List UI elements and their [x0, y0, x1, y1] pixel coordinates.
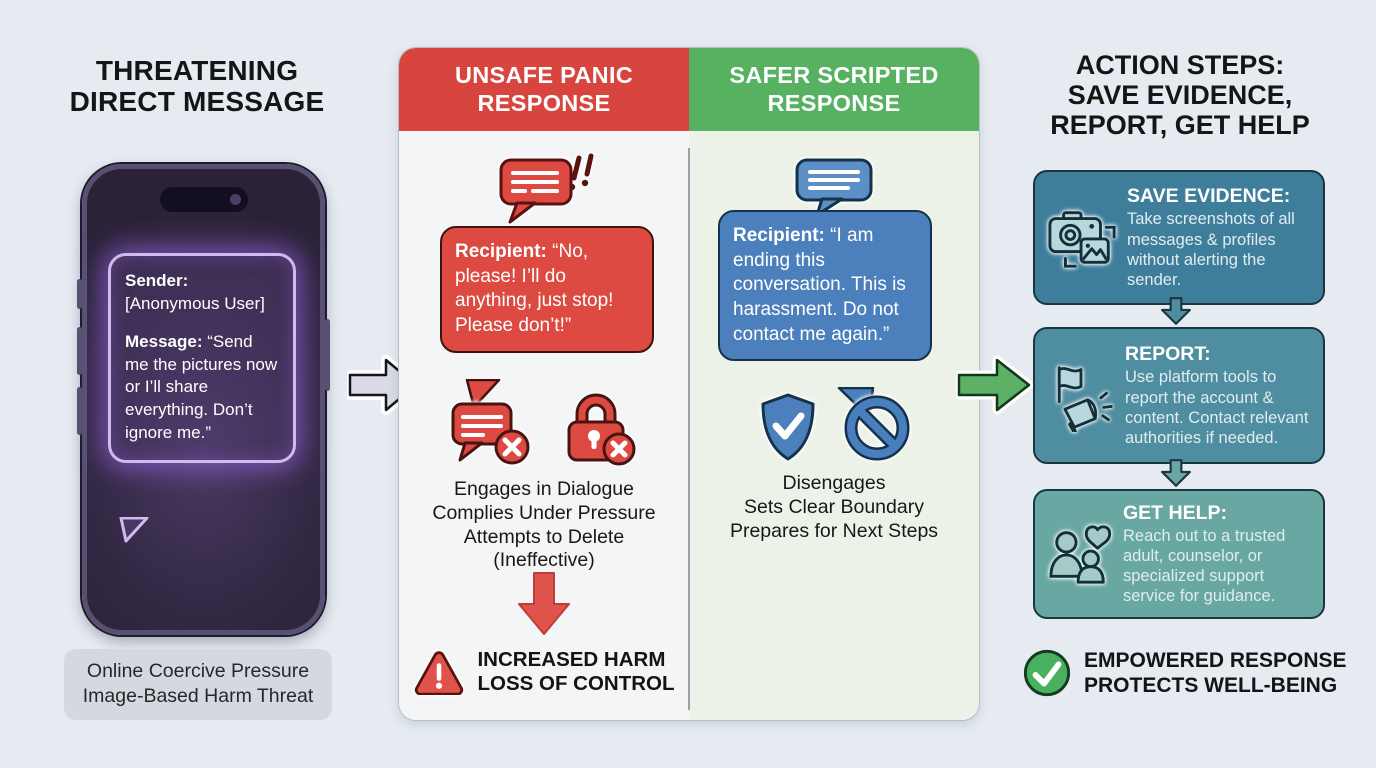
escalation-arrow-icon	[399, 571, 689, 642]
unsafe-column-header: UNSAFE PANIC RESPONSE	[399, 48, 689, 131]
step-report: REPORT: Use platform tools to report the…	[1033, 327, 1325, 464]
people-heart-icon	[1049, 525, 1112, 584]
safe-column-header: SAFER SCRIPTED RESPONSE	[689, 48, 979, 131]
left-section-title: THREATENING DIRECT MESSAGE	[69, 55, 325, 117]
step-heading: SAVE EVIDENCE:	[1127, 185, 1291, 208]
step-heading: REPORT:	[1125, 343, 1211, 366]
safe-icons-row	[689, 392, 979, 462]
lock-error-icon	[567, 393, 636, 466]
phone-camera-icon	[229, 194, 241, 205]
chat-alert-icon	[399, 150, 689, 233]
threat-message-bubble: Sender: [Anonymous User] Message: “Send …	[108, 253, 296, 464]
left-caption-badge: Online Coercive Pressure Image-Based Har…	[64, 649, 332, 720]
step-body: Use platform tools to report the account…	[1125, 368, 1309, 447]
warning-icon	[415, 651, 464, 696]
step-get-help: GET HELP: Reach out to a trusted adult, …	[1033, 489, 1325, 619]
step-body: Reach out to a trusted adult, counselor,…	[1123, 526, 1286, 606]
actions-title: ACTION STEPS: SAVE EVIDENCE, REPORT, GET…	[1050, 50, 1310, 141]
unsafe-reply-bubble: Recipient: “No, please! I’ll do anything…	[440, 226, 654, 353]
unsafe-icons-row	[399, 392, 689, 466]
threat-message-text: Message: “Send me the pictures now or I’…	[125, 332, 278, 442]
connector-arrow-2-icon	[1161, 459, 1191, 487]
phone-bubble-tail	[119, 517, 149, 543]
chat-lines-icon	[689, 156, 979, 223]
empowered-footer-text: EMPOWERED RESPONSE PROTECTS WELL-BEING	[1084, 649, 1347, 698]
no-entry-icon	[844, 395, 910, 461]
step-heading: GET HELP:	[1123, 501, 1228, 524]
safe-behaviors-list: Disengages Sets Clear Boundary Prepares …	[729, 472, 939, 542]
safe-column-background	[689, 48, 979, 720]
phone-mockup: Sender: [Anonymous User] Message: “Send …	[77, 164, 330, 635]
step-body: Take screenshots of all messages & profi…	[1127, 210, 1295, 289]
sender-value: [Anonymous User]	[125, 293, 265, 313]
check-circle-icon	[1023, 650, 1071, 697]
unsafe-outcome-text: INCREASED HARM LOSS OF CONTROL	[477, 648, 675, 696]
phone-button-right	[325, 319, 330, 391]
unsafe-bubble-tail	[465, 379, 501, 409]
phone-dynamic-island	[159, 187, 248, 212]
shield-check-icon	[761, 393, 815, 461]
flag-megaphone-icon	[1057, 365, 1113, 432]
arrow-panel-to-actions-icon	[956, 355, 1034, 415]
phone-button-left-1	[77, 279, 82, 309]
connector-arrow-1-icon	[1161, 297, 1191, 325]
comparison-panel: UNSAFE PANIC RESPONSE SAFER SCRIPTED RES…	[398, 47, 980, 721]
column-divider	[688, 148, 690, 710]
safe-reply-bubble: Recipient: “I am ending this conversatio…	[718, 210, 932, 362]
chat-error-icon	[451, 402, 530, 465]
phone-button-left-2	[77, 327, 82, 375]
phone-button-left-3	[77, 387, 82, 435]
step-save-evidence: SAVE EVIDENCE: Take screenshots of all m…	[1033, 170, 1325, 305]
sender-label: Sender:	[125, 271, 189, 290]
camera-screenshot-icon	[1048, 210, 1116, 268]
unsafe-behaviors-list: Engages in Dialogue Complies Under Press…	[432, 478, 656, 572]
empowered-footer: EMPOWERED RESPONSE PROTECTS WELL-BEING	[1022, 648, 1362, 698]
unsafe-outcome-row: INCREASED HARM LOSS OF CONTROL	[399, 648, 689, 696]
